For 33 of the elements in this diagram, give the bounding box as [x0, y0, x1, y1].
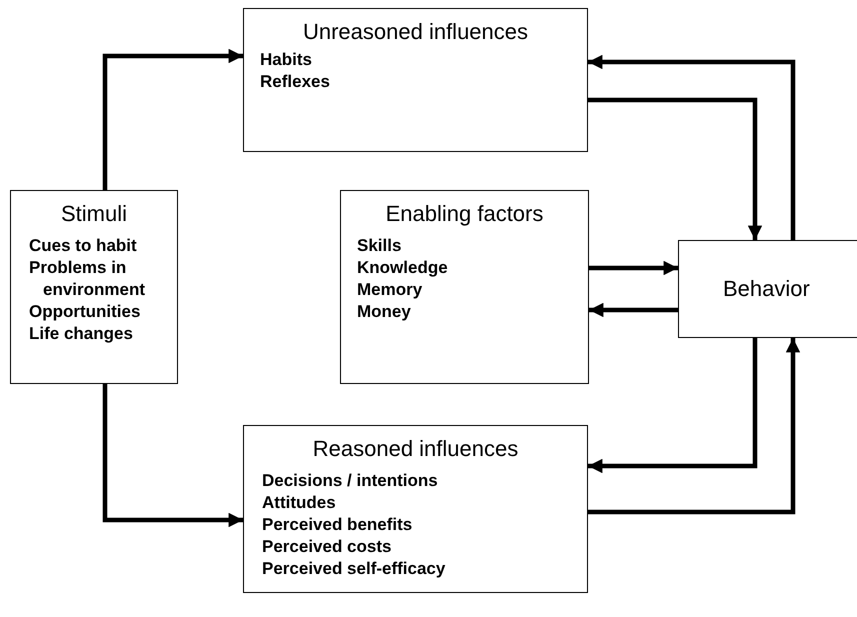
list-item: Opportunities	[29, 301, 142, 324]
list-item: Problems in environment	[29, 257, 146, 302]
arrow	[588, 338, 758, 474]
box-heading: Behavior	[723, 276, 810, 302]
list-item: Cues to habit	[29, 235, 138, 257]
box-heading: Unreasoned influences	[302, 19, 530, 45]
process-box	[340, 190, 589, 384]
box-heading: Stimuli	[60, 201, 128, 227]
process-box	[243, 8, 588, 152]
list-item: Decisions / intentions	[262, 470, 439, 492]
list-item: Memory	[357, 279, 424, 302]
box-heading: Reasoned influences	[312, 436, 520, 462]
process-box	[678, 240, 857, 338]
arrow	[588, 338, 800, 514]
arrow	[588, 98, 762, 240]
list-item: Life changes	[29, 323, 134, 346]
arrow	[589, 260, 678, 276]
box-heading: Enabling factors	[384, 201, 544, 227]
list-item: Skills	[357, 235, 402, 257]
list-item: Reflexes	[260, 71, 331, 94]
process-box	[10, 190, 178, 384]
arrow	[589, 302, 678, 318]
arrow	[102, 48, 243, 190]
list-item: Money	[357, 301, 412, 324]
list-item: Perceived benefits	[262, 514, 414, 536]
arrow	[102, 384, 243, 528]
arrow	[588, 54, 796, 240]
list-item: Knowledge	[357, 257, 449, 280]
list-item: Habits	[260, 49, 313, 71]
list-item: Perceived self-efficacy	[262, 558, 446, 580]
list-item: Attitudes	[262, 492, 337, 514]
list-item: Perceived costs	[262, 536, 392, 558]
process-box	[243, 425, 588, 593]
